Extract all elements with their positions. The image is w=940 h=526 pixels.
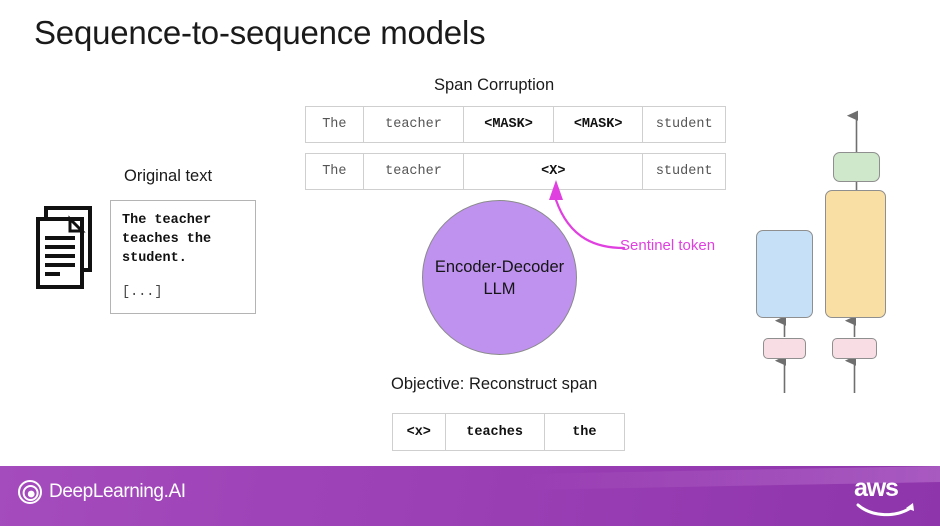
original-text-line-3: student. xyxy=(122,251,187,266)
model-label-line-2: LLM xyxy=(483,279,516,298)
model-label-line-1: Encoder-Decoder xyxy=(434,257,565,276)
token-cell: teacher xyxy=(364,154,465,189)
original-text-caption: Original text xyxy=(124,167,213,185)
embedding-left xyxy=(763,338,806,359)
decoder-block xyxy=(825,190,886,318)
token-cell: student xyxy=(655,117,713,132)
encoder-block xyxy=(756,230,813,318)
deeplearning-wordmark: DeepLearning.AI xyxy=(49,481,186,502)
aws-smile-icon xyxy=(856,503,914,517)
span-corruption-caption: Span Corruption xyxy=(434,76,555,94)
token-cell: teacher xyxy=(364,107,465,142)
token-cell: The xyxy=(306,107,364,142)
token-cell: <X> xyxy=(464,154,644,189)
token-cell: teaches xyxy=(446,414,545,450)
objective-token-row: <x>teaches the xyxy=(392,413,625,451)
original-text-ellipsis: [...] xyxy=(122,285,163,300)
architecture-arrows xyxy=(774,110,859,393)
sentinel-arrow-icon xyxy=(549,180,626,250)
token-cell: <MASK> xyxy=(464,107,554,142)
original-text-line-1: The teacher xyxy=(122,213,212,228)
footer-bar: DeepLearning.AI aws xyxy=(0,466,940,526)
original-text-line-2: teaches the xyxy=(122,232,212,247)
output-block xyxy=(833,152,880,182)
page-title: Sequence-to-sequence models xyxy=(34,14,486,51)
token-cell: the xyxy=(572,424,597,440)
original-text-panel: The teacher teaches the student. [...] xyxy=(110,200,256,314)
token-cell: <MASK> xyxy=(554,107,644,142)
token-cell: student xyxy=(655,164,713,179)
encoder-decoder-architecture-diagram xyxy=(740,110,915,400)
document-stack-icon xyxy=(36,206,92,289)
embedding-right xyxy=(832,338,877,359)
aws-logo: aws xyxy=(854,474,918,517)
encoder-decoder-model: Encoder-Decoder LLM xyxy=(422,200,577,355)
deeplearning-spiral-icon xyxy=(18,480,42,504)
sentinel-token-label: Sentinel token xyxy=(620,237,716,254)
token-cell: The xyxy=(306,154,364,189)
aws-wordmark: aws xyxy=(854,474,899,502)
token-cell: <x> xyxy=(393,414,446,450)
objective-caption: Objective: Reconstruct span xyxy=(391,375,598,393)
deeplearning-logo: DeepLearning.AI xyxy=(18,480,186,504)
